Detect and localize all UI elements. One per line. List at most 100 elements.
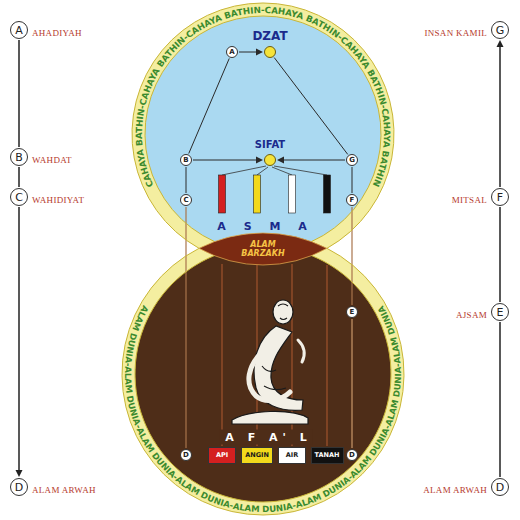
connector-line <box>18 167 20 187</box>
element-box: API <box>208 447 236 464</box>
connector-line <box>499 322 501 477</box>
connector <box>352 167 353 193</box>
connector-line <box>189 58 230 153</box>
connector <box>497 40 504 187</box>
connector-line <box>274 58 348 155</box>
stage-circle: AAHADIYAH <box>10 21 28 39</box>
praying-figure <box>232 300 308 424</box>
stage-letter: A <box>15 25 23 36</box>
essence-dot: DZAT <box>264 46 276 58</box>
sphere-outline: ALAM DUNIA-ALAM DUNIA-ALAM DUNIA-ALAM DU… <box>122 233 404 515</box>
element-box: AIR <box>278 447 306 464</box>
connector <box>500 322 501 477</box>
letter-circle: G <box>346 154 358 166</box>
element-name: API <box>216 452 228 459</box>
essence-title: SIFAT <box>255 139 285 150</box>
connector-line <box>18 40 20 147</box>
stage-label-holder: AJSAM <box>456 303 487 322</box>
stage-circle: DALAM ARWAH <box>491 478 509 496</box>
dot-label-holder: DZAT <box>252 25 287 44</box>
connector-line <box>499 207 501 302</box>
element-name: ANGIN <box>245 452 269 459</box>
connector <box>186 167 187 193</box>
dot-label-holder: SIFAT <box>255 133 285 152</box>
connector-line <box>239 52 257 53</box>
sphere-edge <box>122 248 404 515</box>
letter-circle: F <box>346 194 358 206</box>
stage-name: AHADIYAH <box>32 28 82 38</box>
connector <box>19 167 20 187</box>
leader-line <box>274 166 327 175</box>
connector-line <box>186 167 187 193</box>
node-letter: A <box>229 49 234 56</box>
stage-label-holder: AHADIYAH <box>32 21 82 40</box>
descent-line <box>326 265 327 446</box>
connector-line <box>18 207 20 471</box>
barzakh-lens: ALAM BARZAKH <box>199 233 327 265</box>
figure-flourish <box>298 340 304 362</box>
connector <box>352 207 353 305</box>
red-bar <box>219 175 226 213</box>
essence-dot: SIFAT <box>264 154 276 166</box>
yellow-bar <box>254 175 261 213</box>
lens-shape <box>199 233 327 265</box>
stage-letter: G <box>496 25 505 36</box>
stage-label-holder: MITSAL <box>452 188 487 207</box>
stage-letter: F <box>497 192 503 203</box>
stage-letter: D <box>496 482 504 493</box>
bar-leader-lines <box>222 166 327 175</box>
connector-line <box>185 207 186 448</box>
label-holder: A F A' L <box>219 426 312 445</box>
stage-name: ALAM ARWAH <box>32 485 96 495</box>
element-box: ANGIN <box>241 447 273 464</box>
lens-text-holder: ALAM BARZAKH <box>237 240 289 258</box>
node-letter: D <box>183 452 189 459</box>
essence-title: DZAT <box>252 29 287 43</box>
stage-circle: EAJSAM <box>491 303 509 321</box>
label-holder: A S M A <box>209 215 314 234</box>
stage-name: WAHDAT <box>32 155 72 165</box>
upper-ring-band <box>132 3 394 265</box>
stage-name: ALAM ARWAH <box>423 485 487 495</box>
node-letter: F <box>350 197 355 204</box>
ring-text-guide <box>125 295 401 512</box>
ring-text-run: ALAM DUNIA-ALAM DUNIA-ALAM DUNIA-ALAM DU… <box>123 304 403 514</box>
stage-name: WAHIDIYAT <box>32 195 84 205</box>
connector <box>352 319 353 448</box>
stage-circle: FMITSAL <box>491 188 509 206</box>
connector <box>16 207 23 477</box>
node-letter: D <box>349 452 355 459</box>
letter-circle: D <box>180 449 192 461</box>
sphere-edge <box>135 256 391 502</box>
ring-text-run: CAHAYA BATHIN-CAHAYA BATHIN-CAHAYA BATHI… <box>134 5 392 189</box>
element-name: AIR <box>286 452 298 459</box>
stage-label-holder: ALAM ARWAH <box>32 478 96 497</box>
arrow-head <box>277 157 284 164</box>
connector <box>500 207 501 302</box>
stage-name: MITSAL <box>452 195 487 205</box>
connector <box>193 157 263 164</box>
stage-circle: CWAHIDIYAT <box>10 188 28 206</box>
black-bar <box>324 175 331 213</box>
stage-circle: GINSAN KAMIL <box>491 21 509 39</box>
node-letter: E <box>350 309 355 316</box>
letter-circle: B <box>180 154 192 166</box>
figure-arm <box>249 352 290 400</box>
connector-line <box>499 46 501 187</box>
connector <box>239 49 263 56</box>
letter-circle: D <box>346 449 358 461</box>
descent-lines <box>222 264 327 446</box>
stage-name: AJSAM <box>456 310 487 320</box>
connector <box>189 58 230 153</box>
ring-text: ALAM DUNIA-ALAM DUNIA-ALAM DUNIA-ALAM DU… <box>123 304 403 514</box>
connector-line <box>351 319 352 448</box>
connector-line <box>352 167 353 193</box>
stage-circle: DALAM ARWAH <box>10 478 28 496</box>
figure-strokes <box>262 304 288 390</box>
stage-label-holder: INSAN KAMIL <box>424 21 487 40</box>
stage-letter: D <box>15 482 23 493</box>
arrow-head <box>256 157 263 164</box>
connector-line <box>283 160 345 161</box>
sphere-circle: ALAM DUNIA-ALAM DUNIA-ALAM DUNIA-ALAM DU… <box>122 233 404 515</box>
stage-label-holder: ALAM ARWAH <box>423 478 487 497</box>
